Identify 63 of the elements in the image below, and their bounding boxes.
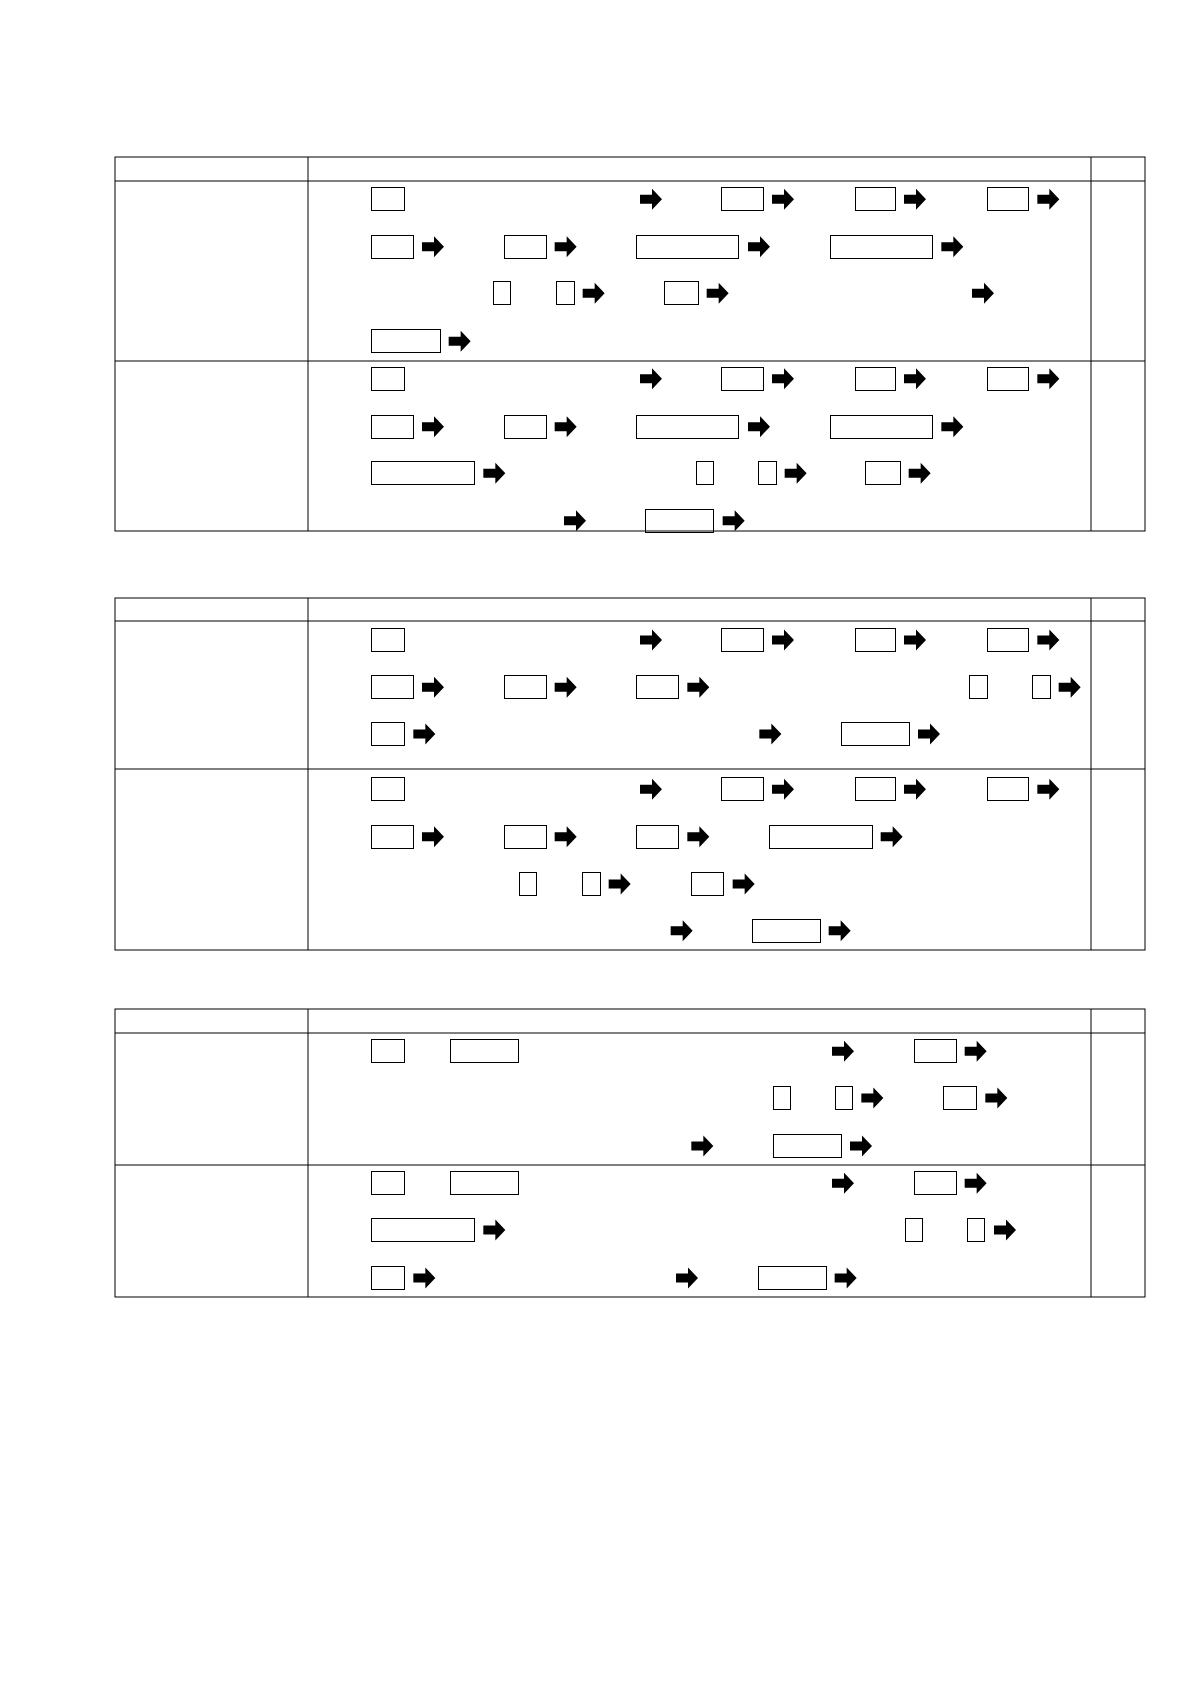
box-shape [772,1134,842,1158]
box-shape [370,777,406,802]
box-shape [835,1086,854,1110]
box-shape [768,824,873,849]
box-shape [645,508,714,533]
box-shape [721,187,764,212]
box-shape [986,187,1030,212]
box-shape [519,872,538,896]
box-shape [370,414,414,439]
box-shape [830,414,934,439]
box-shape [370,1218,476,1242]
box-shape [696,461,714,486]
box-shape [504,824,547,849]
box-shape [636,675,680,700]
box-shape [772,1086,791,1110]
box-shape [664,281,699,306]
box-shape [636,234,740,259]
box-shape [986,628,1030,652]
box-shape [370,1266,406,1290]
box-shape [914,1039,957,1064]
box-shape [854,777,896,802]
box-shape [370,461,476,486]
box-shape [721,366,764,391]
box-shape [370,675,414,700]
box-shape [865,461,901,486]
box-shape [942,1086,978,1110]
box-shape [721,628,764,652]
box-shape [758,461,777,486]
box-shape [986,777,1030,802]
box-shape [450,1171,520,1196]
box-shape [370,628,406,652]
box-shape [556,281,575,306]
box-shape [370,722,406,746]
box-shape [758,1266,827,1290]
box-shape [854,187,896,212]
box-shape [504,234,547,259]
box-shape [854,628,896,652]
box-shape [504,675,547,700]
box-shape [830,234,934,259]
box-shape [370,1171,406,1196]
box-shape [370,329,441,354]
box-shape [582,872,601,896]
box-shape [636,824,680,849]
box-shape [492,281,512,306]
box-shape [841,722,910,746]
box-shape [721,777,764,802]
box-shape [450,1039,520,1064]
box-shape [854,366,896,391]
box-shape [904,1218,923,1242]
box-shape [914,1171,957,1196]
box-shape [370,824,414,849]
box-shape [690,872,724,896]
box-shape [986,366,1030,391]
box-shape [636,414,740,439]
box-shape [1032,675,1051,700]
box-shape [370,187,406,212]
box-shape [370,234,414,259]
box-shape [370,366,406,391]
box-shape [370,1039,406,1064]
box-shape [504,414,547,439]
box-shape [752,918,821,943]
box-shape [969,675,988,700]
box-shape [967,1218,986,1242]
